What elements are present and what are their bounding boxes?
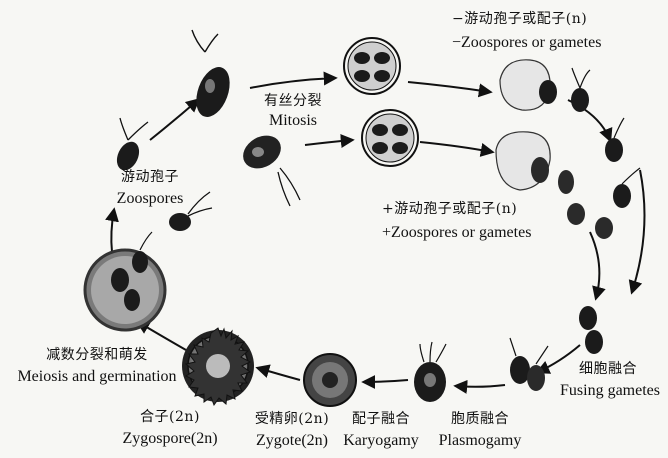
arrow-cell-to-sporangium-lower bbox=[305, 140, 352, 145]
label-minus-gametes-zh: −游动孢子或配子(n) bbox=[452, 10, 587, 28]
arrow-sporangium-to-plus bbox=[420, 142, 492, 152]
zygote-cell bbox=[304, 354, 356, 406]
label-karyogamy-en: Karyogamy bbox=[340, 432, 422, 450]
sporangium-lower bbox=[362, 110, 418, 166]
label-fusing-zh: 细胞融合 bbox=[558, 360, 658, 378]
flagellate-cell-mitosis bbox=[237, 129, 300, 206]
arrow-karyogamy-to-zygote bbox=[364, 380, 408, 382]
releasing-sporangium-minus bbox=[500, 60, 590, 112]
label-zoospores-en: Zoospores bbox=[112, 190, 188, 208]
plasmogamy-cell bbox=[510, 338, 548, 391]
label-plasmogamy-en: Plasmogamy bbox=[430, 432, 530, 450]
arrow-plasmogamy-to-karyogamy bbox=[456, 385, 505, 387]
arrow-right-descending bbox=[632, 170, 645, 292]
zygospore-cell bbox=[182, 328, 254, 405]
fusing-gametes-cell bbox=[579, 306, 603, 354]
label-minus-gametes-en: −Zoospores or gametes bbox=[452, 34, 601, 52]
label-zoospores-zh: 游动孢子 bbox=[112, 168, 188, 186]
label-plus-gametes-zh: +游动孢子或配子(n) bbox=[382, 200, 517, 218]
label-plus-gametes-en: +Zoospores or gametes bbox=[382, 224, 531, 242]
karyogamy-cell bbox=[414, 342, 446, 402]
arrow-cell-to-sporangium-top bbox=[250, 78, 335, 88]
arrow-zygote-to-zygospore bbox=[258, 368, 300, 380]
flagellate-cell-small-left bbox=[113, 118, 148, 174]
label-fusing-en: Fusing gametes bbox=[558, 382, 662, 400]
flagellate-cell-large bbox=[190, 30, 236, 122]
arrow-plus-to-fusing bbox=[590, 232, 599, 298]
label-meiosis-zh: 减数分裂和萌发 bbox=[10, 346, 184, 364]
arrow-meiosis-up bbox=[111, 210, 114, 252]
label-mitosis-en: Mitosis bbox=[253, 112, 333, 130]
label-zygote-zh: 受精卵(2n) bbox=[246, 410, 338, 428]
label-zygote-en: Zygote(2n) bbox=[246, 432, 338, 450]
sporangium-top bbox=[344, 38, 400, 94]
label-plasmogamy-zh: 胞质融合 bbox=[430, 410, 530, 428]
label-meiosis-en: Meiosis and germination bbox=[10, 368, 184, 386]
gametes-right-cluster bbox=[567, 118, 640, 239]
germinating-spore bbox=[85, 232, 165, 330]
label-zygospore-zh: 合子(2n) bbox=[110, 408, 230, 426]
arrow-sporangium-to-minus bbox=[408, 82, 490, 92]
arrow-zoospore-to-cell bbox=[150, 100, 198, 140]
label-mitosis-zh: 有丝分裂 bbox=[253, 92, 333, 110]
label-zygospore-en: Zygospore(2n) bbox=[110, 430, 230, 448]
label-karyogamy-zh: 配子融合 bbox=[340, 410, 422, 428]
releasing-sporangium-plus bbox=[496, 132, 574, 194]
